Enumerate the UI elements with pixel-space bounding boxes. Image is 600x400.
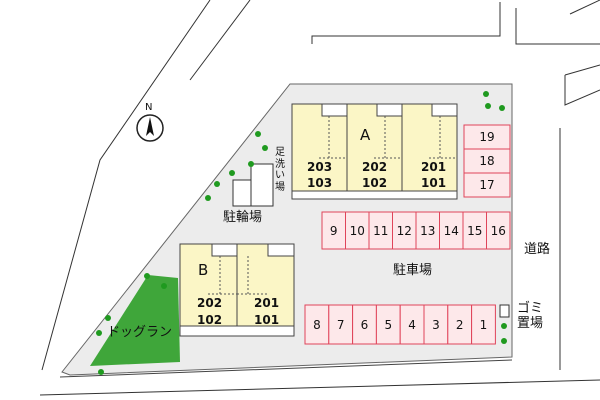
tree-icon: [262, 145, 268, 151]
parking-space: [463, 148, 511, 174]
tree-icon: [214, 181, 220, 187]
tree-icon: [255, 131, 261, 137]
unit-label: 103: [307, 176, 333, 190]
road-top-edge: [311, 2, 501, 44]
parking-space-number: 7: [336, 317, 345, 332]
tree-icon: [161, 283, 167, 289]
building-b-label: B: [198, 261, 209, 279]
parking-space-number: 10: [349, 223, 365, 238]
building-b-footing: [179, 325, 295, 337]
unit-label: 202: [197, 296, 223, 310]
parking-space-number: 15: [467, 223, 483, 238]
lot-front-line: [59, 359, 513, 378]
tree-icon: [501, 338, 507, 344]
parking-space: [486, 211, 511, 250]
bicycle-parking-label: 駐輪場: [223, 210, 263, 225]
parking-space-number: 19: [479, 130, 495, 144]
road-left-edge-inner: [189, 0, 251, 81]
footwash-label: 足洗い場: [275, 147, 285, 193]
tree-icon: [105, 315, 111, 321]
parking-space-number: 2: [455, 317, 464, 332]
dog-run-label: ドッグラン: [107, 325, 173, 340]
parking-space-number: 16: [490, 223, 506, 238]
unit-label: 201: [254, 296, 280, 310]
parking-space: [463, 124, 511, 150]
road-bottom-edge: [39, 379, 600, 396]
road-corner-line: [569, 0, 600, 15]
tree-icon: [229, 170, 235, 176]
parking-space-number: 5: [384, 317, 393, 332]
tree-icon: [144, 273, 150, 279]
tree-icon: [501, 323, 507, 329]
building-a-footing: [291, 190, 458, 200]
parking-space-number: 6: [360, 317, 369, 332]
parking-space-number: 3: [432, 317, 440, 332]
garbage-label-line2: 置場: [517, 316, 544, 331]
parking-side-group: [463, 124, 511, 198]
parking-space-number: 18: [479, 154, 495, 168]
tree-icon: [499, 105, 505, 111]
unit-label: 102: [362, 176, 388, 190]
road-label: 道路: [524, 242, 551, 257]
parking-space-number: 17: [479, 178, 495, 192]
garbage-box: [499, 304, 510, 318]
tree-icon: [98, 369, 104, 375]
unit-label: 201: [421, 160, 447, 174]
garbage-label-line1: ゴミ: [517, 301, 544, 316]
parking-space-number: 14: [443, 223, 459, 238]
tree-icon: [485, 103, 491, 109]
tree-icon: [483, 91, 489, 97]
trees-group: [96, 91, 507, 375]
building-a: [291, 103, 458, 192]
unit-label: 202: [362, 160, 388, 174]
parking-space-number: 12: [396, 223, 412, 238]
parking-space-number: 4: [408, 317, 416, 332]
parking-lower-group: [304, 304, 496, 345]
unit-label: 102: [197, 313, 223, 327]
tree-icon: [248, 161, 254, 167]
parking-upper-group: [321, 211, 511, 250]
footwash-area: [250, 163, 274, 207]
tree-icon: [96, 330, 102, 336]
building-a-label: A: [360, 126, 371, 144]
parking-label: 駐車場: [393, 263, 433, 278]
unit-label: 101: [421, 176, 447, 190]
parking-space-number: 11: [373, 223, 389, 238]
parking-space: [471, 304, 496, 345]
parking-space-number: 8: [313, 317, 321, 332]
tree-icon: [205, 195, 211, 201]
parking-space-number: 13: [420, 223, 436, 238]
road-top-edge-right: [515, 8, 600, 45]
compass-label: N: [145, 102, 153, 113]
road-left-edge: [41, 0, 211, 371]
parking-space-number: 1: [479, 317, 488, 332]
unit-label: 101: [254, 313, 280, 327]
dog-run-area: [90, 275, 180, 366]
unit-label: 203: [307, 160, 333, 174]
road-right-top: [564, 64, 600, 106]
compass-icon: [136, 114, 164, 142]
parking-space-number: 9: [329, 223, 338, 238]
parking-space: [463, 172, 511, 198]
